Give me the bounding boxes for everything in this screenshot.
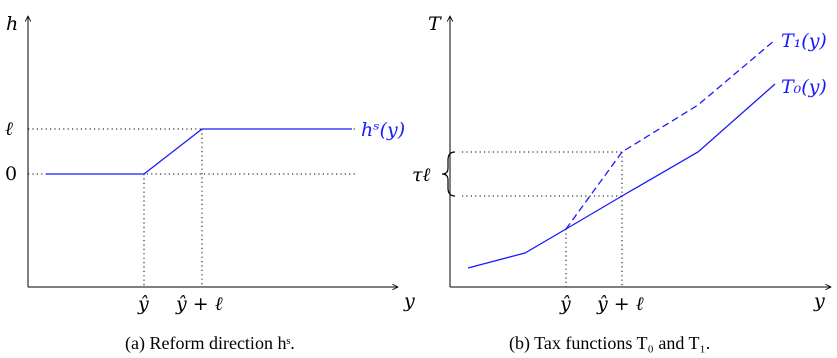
panel-a-curve-label: hˢ(y) xyxy=(361,119,405,141)
panel-a-x-axis-label: y xyxy=(403,290,415,312)
panel-b-brace xyxy=(441,151,456,197)
panel-a: h y ℓ 0 ŷ ŷ + ℓ hˢ(y) (a) Reform directi… xyxy=(5,13,415,354)
panel-a-tick-yhat-plus-ell: ŷ + ℓ xyxy=(175,293,223,315)
panel-b-t1-label: T₁(y) xyxy=(781,30,827,52)
panel-a-tick-ell: ℓ xyxy=(5,118,13,140)
panel-a-caption: (a) Reform direction hˢ. xyxy=(125,333,295,354)
panel-b-t0-label: T₀(y) xyxy=(781,76,827,98)
panel-a-y-axis-label: h xyxy=(6,13,18,35)
panel-b-t0-curve xyxy=(467,83,776,269)
panel-b-tick-yhat-plus-ell: ŷ + ℓ xyxy=(596,293,644,315)
panel-b-tick-yhat: ŷ xyxy=(559,293,571,315)
panel-b: T y τℓ ŷ ŷ + ℓ T₁(y) T₀(y) (b) Tax funct… xyxy=(412,13,831,354)
panel-b-caption: (b) Tax functions T₀ and T₁. xyxy=(509,333,710,354)
panel-a-tick-yhat: ŷ xyxy=(137,293,149,315)
panel-a-tick-zero: 0 xyxy=(5,163,17,185)
panel-b-bracket-label: τℓ xyxy=(412,164,431,186)
panel-b-t1-curve xyxy=(565,39,776,230)
panel-a-hs-curve xyxy=(46,128,352,175)
panel-b-x-axis-label: y xyxy=(813,290,825,312)
panel-b-y-axis-label: T xyxy=(428,13,442,35)
